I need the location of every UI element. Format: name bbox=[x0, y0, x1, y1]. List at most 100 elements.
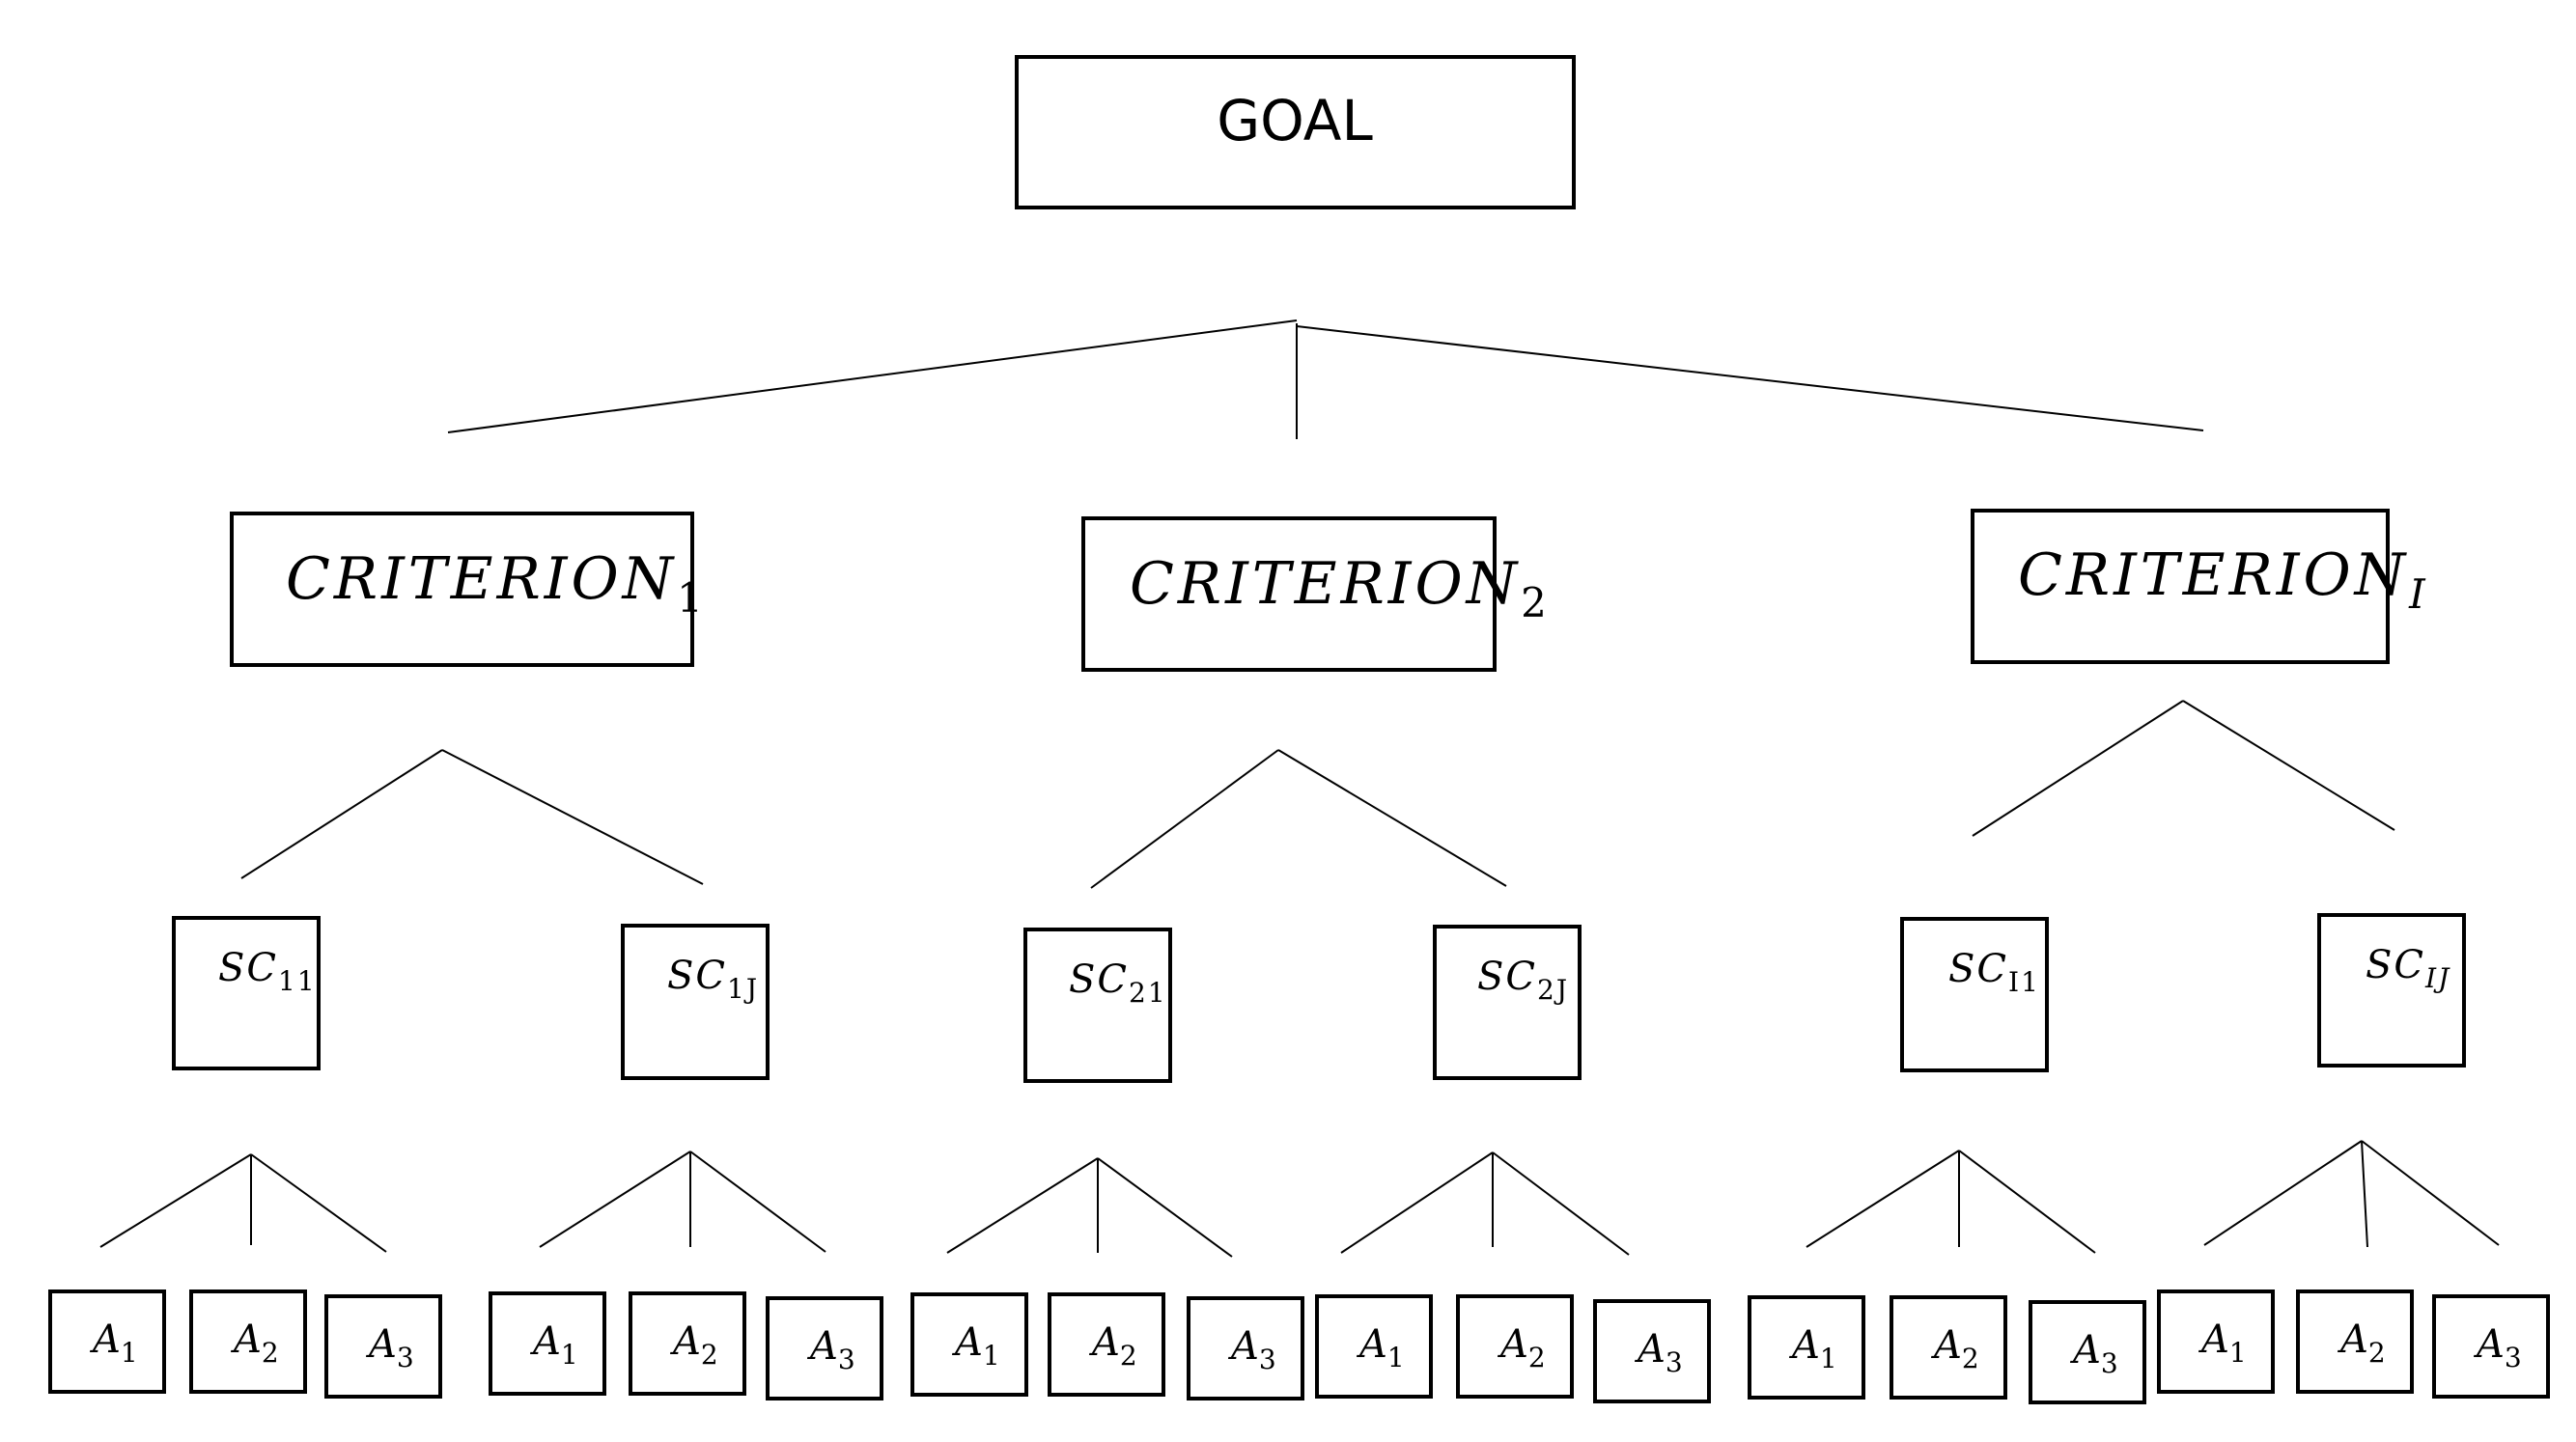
subcriterion-box-i1 bbox=[1900, 917, 2049, 1072]
subcriterion-node-11: SC11 bbox=[172, 916, 321, 1070]
subcriterion-sub-i1: I1 bbox=[2008, 966, 2040, 998]
subcriterion-label-ij: SCIJ bbox=[2366, 943, 2450, 994]
goal-label: GOAL bbox=[1217, 88, 1373, 153]
edge-sc-ij-a2 bbox=[2361, 1140, 2368, 1248]
criterion-box-2 bbox=[1081, 516, 1497, 672]
edge-criterion-i-sc-i1 bbox=[1972, 700, 2184, 837]
edge-sc-1j-a1 bbox=[539, 1151, 691, 1248]
alternative-box-a2 bbox=[1456, 1294, 1574, 1399]
subcriterion-label-2j: SC2J bbox=[1477, 955, 1569, 1006]
alternative-label-a1: A1 bbox=[529, 1319, 578, 1371]
alternative-box-a1 bbox=[910, 1292, 1028, 1397]
alternatives-group-sc-i1: A1 A2 A3 bbox=[1748, 1295, 2146, 1404]
subcriterion-base-21: SC bbox=[1069, 957, 1129, 1002]
alternative-label-a2: A2 bbox=[230, 1317, 279, 1369]
alternative-label-a1: A1 bbox=[951, 1320, 1000, 1372]
edge-goal-criterion-i bbox=[1296, 325, 2204, 431]
alternative-label-a2: A2 bbox=[1497, 1322, 1546, 1373]
subcriterion-sub-ij: IJ bbox=[2424, 962, 2450, 994]
edge-criterion-i-sc-ij bbox=[2182, 700, 2395, 831]
subcriterion-node-i1: SCI1 bbox=[1900, 917, 2049, 1072]
criterion-base-1: CRITERION bbox=[286, 545, 677, 613]
subcriterion-box-1j bbox=[621, 924, 770, 1080]
subcriterion-base-2j: SC bbox=[1477, 955, 1537, 999]
criterion-box-1 bbox=[230, 512, 694, 667]
alternative-box-a3 bbox=[2432, 1294, 2550, 1399]
criterion-box-i bbox=[1971, 509, 2390, 664]
alternative-box-a3 bbox=[1187, 1296, 1304, 1400]
subcriterion-node-2j: SC2J bbox=[1433, 925, 1582, 1080]
criterion-base-i: CRITERION bbox=[2018, 541, 2409, 609]
criterion-node-i: CRITERIONI bbox=[1971, 509, 2429, 664]
alternative-box-a2 bbox=[1048, 1292, 1165, 1397]
alternatives-group-sc-21: A1 A2 A3 bbox=[910, 1292, 1304, 1400]
criterion-base-2: CRITERION bbox=[1130, 550, 1521, 618]
edge-sc-ij-a1 bbox=[2203, 1140, 2363, 1246]
criterion-label-i: CRITERIONI bbox=[2018, 541, 2429, 618]
alternative-label-a1: A1 bbox=[89, 1317, 138, 1369]
subcriterion-base-ij: SC bbox=[2366, 943, 2425, 987]
edge-criterion-1-sc-1j bbox=[441, 749, 704, 885]
subcriterion-sub-21: 21 bbox=[1129, 977, 1167, 1009]
subcriterion-node-1j: SC1J bbox=[621, 924, 770, 1080]
alternatives-group-sc-11: A1 A2 A3 bbox=[48, 1289, 442, 1399]
edge-criterion-2-sc-2j bbox=[1277, 749, 1507, 887]
alternative-label-a2: A2 bbox=[1930, 1323, 1979, 1374]
alternative-label-a2: A2 bbox=[669, 1319, 718, 1371]
criterion-sub-i: I bbox=[2408, 570, 2429, 618]
edge-sc-21-a3 bbox=[1097, 1157, 1233, 1258]
criterion-sub-2: 2 bbox=[1521, 579, 1551, 626]
criterion-node-2: CRITERION2 bbox=[1081, 516, 1551, 672]
criterion-label-2: CRITERION2 bbox=[1130, 550, 1551, 626]
subcriterion-sub-2j: 2J bbox=[1537, 974, 1569, 1006]
alternative-label-a1: A1 bbox=[1788, 1323, 1837, 1374]
subcriterion-box-2j bbox=[1433, 925, 1582, 1080]
subcriterion-base-i1: SC bbox=[1948, 947, 2008, 991]
alternative-box-a2 bbox=[189, 1289, 307, 1394]
alternative-box-a2 bbox=[629, 1291, 746, 1396]
edge-criterion-1-sc-11 bbox=[240, 749, 443, 879]
subcriterion-sub-11: 11 bbox=[278, 965, 317, 997]
alternative-box-a3 bbox=[2029, 1300, 2146, 1404]
subcriterion-box-11 bbox=[172, 916, 321, 1070]
alternative-label-a3: A3 bbox=[1634, 1327, 1683, 1378]
edge-sc-i1-a1 bbox=[1806, 1150, 1960, 1248]
edge-sc-11-a1 bbox=[99, 1153, 252, 1248]
subcriterion-label-i1: SCI1 bbox=[1948, 947, 2040, 998]
criterion-node-1: CRITERION1 bbox=[230, 512, 707, 667]
edge-sc-11-a3 bbox=[250, 1153, 387, 1253]
alternative-label-a3: A3 bbox=[365, 1322, 414, 1373]
alternative-box-a1 bbox=[1748, 1295, 1865, 1400]
edge-goal-criterion-1 bbox=[447, 319, 1298, 433]
alternative-label-a3: A3 bbox=[2473, 1322, 2522, 1373]
alternative-box-a3 bbox=[766, 1296, 883, 1400]
subcriterion-node-ij: SCIJ bbox=[2317, 913, 2466, 1068]
alternative-label-a2: A2 bbox=[1088, 1320, 1137, 1372]
subcriterion-sub-1j: 1J bbox=[727, 973, 759, 1005]
alternative-box-a3 bbox=[324, 1294, 442, 1399]
alternative-box-a3 bbox=[1593, 1299, 1711, 1403]
criterion-sub-1: 1 bbox=[677, 574, 707, 622]
criterion-label-1: CRITERION1 bbox=[286, 545, 707, 622]
edge-sc-i1-a3 bbox=[1958, 1150, 2096, 1254]
alternative-box-a2 bbox=[2296, 1289, 2414, 1394]
alternative-label-a3: A3 bbox=[1227, 1324, 1276, 1375]
subcriterion-label-1j: SC1J bbox=[667, 954, 759, 1005]
subcriterion-node-21: SC21 bbox=[1023, 928, 1172, 1083]
edge-sc-ij-a3 bbox=[2361, 1140, 2500, 1246]
alternative-box-a1 bbox=[48, 1289, 166, 1394]
subcriterion-box-21 bbox=[1023, 928, 1172, 1083]
subcriterion-label-11: SC11 bbox=[218, 946, 317, 997]
goal-box bbox=[1015, 55, 1576, 209]
edge-sc-1j-a3 bbox=[689, 1151, 826, 1253]
subcriterion-base-11: SC bbox=[218, 946, 278, 990]
edge-criterion-2-sc-21 bbox=[1090, 749, 1279, 889]
alternative-label-a3: A3 bbox=[2069, 1328, 2118, 1379]
alternative-box-a2 bbox=[1890, 1295, 2007, 1400]
edge-sc-2j-a3 bbox=[1492, 1151, 1630, 1256]
